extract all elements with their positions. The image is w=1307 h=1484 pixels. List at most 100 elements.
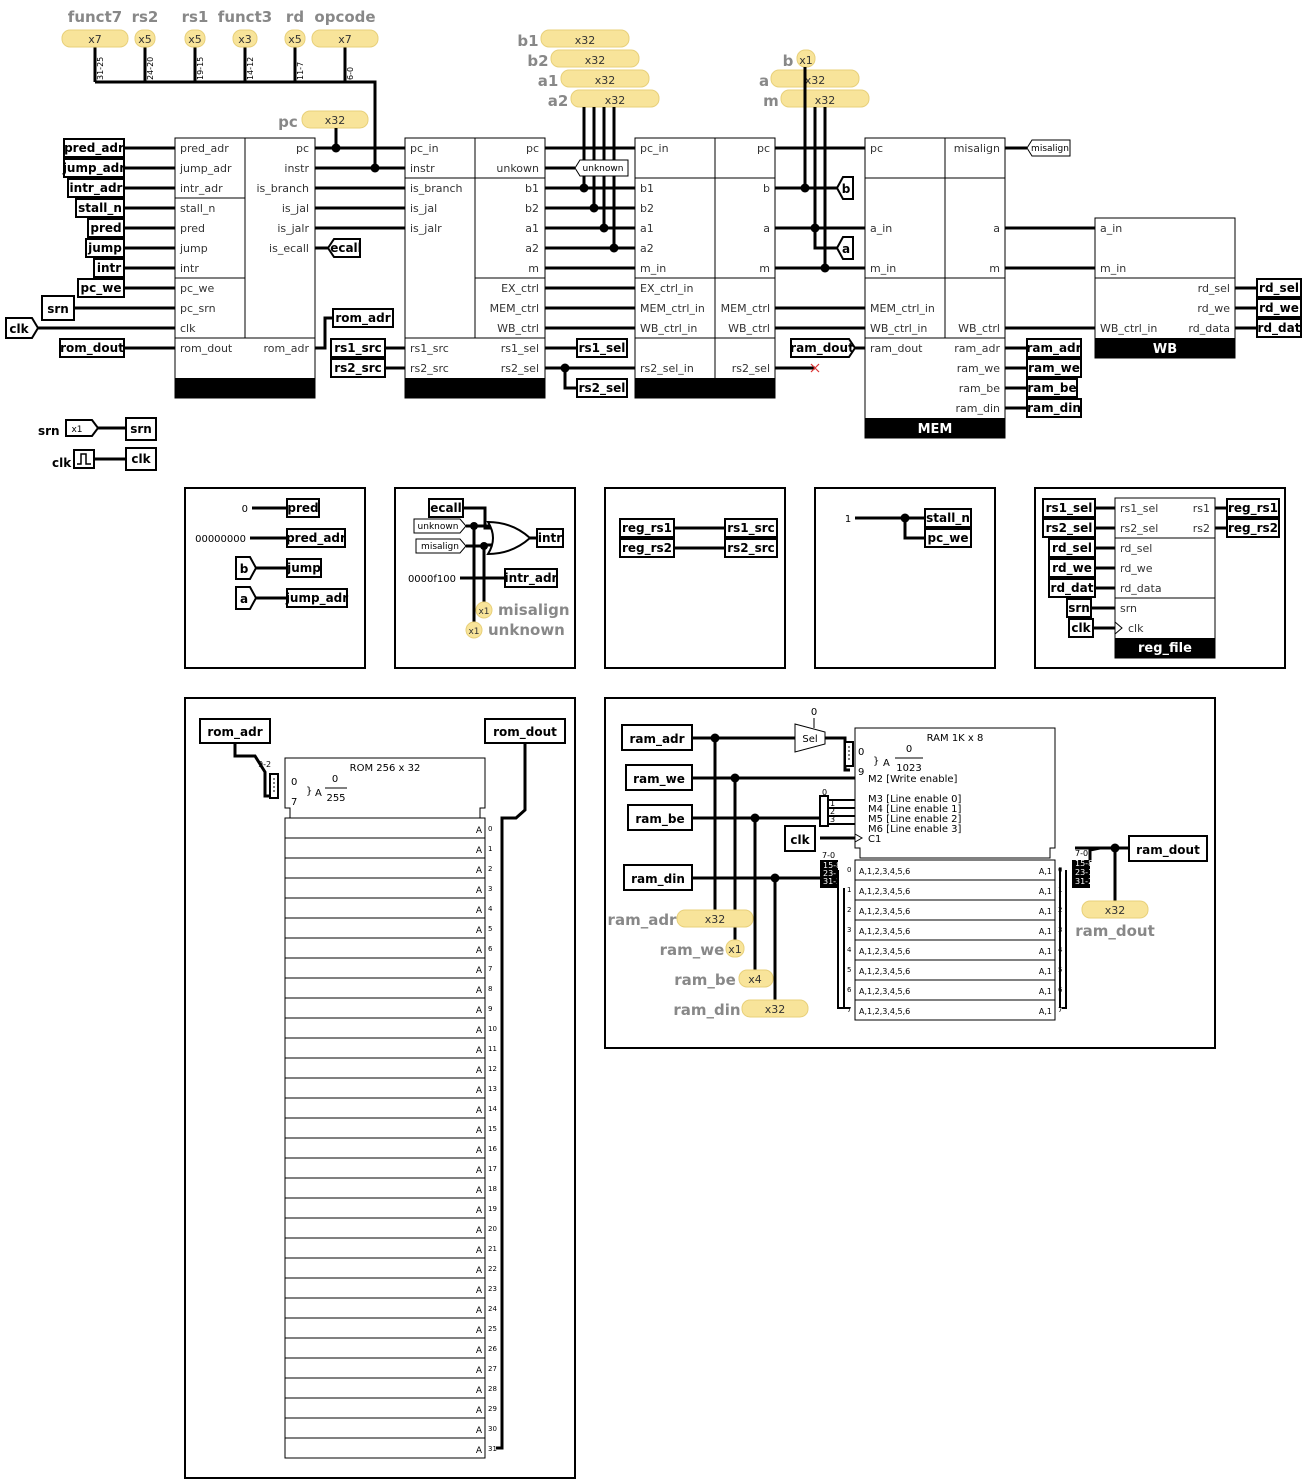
if-pin-pred-adr: pred_adr [180, 142, 229, 155]
rom-row-index: 6 [488, 945, 493, 953]
if-pin-instr: instr [284, 162, 309, 175]
tag-rs2-src[interactable]: rs2_src [330, 358, 386, 378]
ram-tag-ram-dout[interactable]: ram_dout [1128, 835, 1208, 862]
svg-text:}: } [873, 756, 879, 767]
tag-pred-adr[interactable]: pred_adr [63, 138, 125, 158]
panel-tag-pred-adr[interactable]: pred_adr [286, 528, 346, 548]
panel-tag-jump[interactable]: jump [286, 558, 322, 578]
rs-tag-rs2-src[interactable]: rs2_src [724, 538, 778, 558]
rf-tag-reg-rs1[interactable]: reg_rs1 [1226, 498, 1280, 518]
tag-ecall[interactable]: ecall [326, 238, 362, 258]
id-block[interactable]: pc_in instr is_branch is_jal is_jalr rs1… [404, 137, 546, 399]
a2-probe-width: x32 [605, 94, 626, 107]
id-pin-a1: a1 [525, 222, 539, 235]
ram-row-out-label: A,1 [1039, 947, 1052, 956]
tag-b[interactable]: b [835, 176, 854, 200]
rf-tag-rs1-sel[interactable]: rs1_sel [1042, 498, 1096, 518]
ram-probe-adr-width: x32 [705, 913, 726, 926]
rom-row-index: 30 [488, 1425, 497, 1433]
intr-tag-unknown[interactable]: unknown [413, 518, 467, 534]
funct3-width: x3 [238, 33, 252, 46]
tag-rs1-src[interactable]: rs1_src [330, 338, 386, 358]
panel-tag-b[interactable]: b [235, 556, 258, 580]
rf-tag-rd-dat[interactable]: rd_dat [1048, 578, 1096, 598]
tag-jump[interactable]: jump [85, 238, 125, 258]
rf-tag-rd-sel[interactable]: rd_sel [1048, 538, 1096, 558]
rom-row-index: 31 [488, 1445, 497, 1453]
legend-clk-tag[interactable]: clk [125, 447, 157, 471]
ram-tag-ram-be[interactable]: ram_be [627, 804, 693, 831]
legend-srn-tag[interactable]: srn [125, 417, 157, 441]
tag-rs1-sel[interactable]: rs1_sel [576, 338, 628, 358]
tag-srn[interactable]: srn [41, 295, 75, 321]
rf-tag-reg-rs2[interactable]: reg_rs2 [1226, 518, 1280, 538]
rf-tag-clk[interactable]: clk [1068, 618, 1094, 638]
intr-tag-intr[interactable]: intr [536, 528, 564, 548]
panel-tag-jump-adr-text: jump_adr [285, 591, 348, 606]
tag-rd-we[interactable]: rd_we [1256, 298, 1302, 318]
panel-tag-pred[interactable]: pred [286, 498, 320, 518]
intr-tag-ecall[interactable]: ecall [428, 498, 464, 518]
mem-block[interactable]: MEM pc a_in m_in MEM_ctrl_in WB_ctrl_in … [864, 137, 1006, 439]
rom-row [284, 1277, 486, 1299]
tag-ram-be[interactable]: ram_be [1026, 378, 1078, 398]
stall-tag-stall-n[interactable]: stall_n [924, 508, 972, 528]
rom-row-addr-label: A [476, 1126, 483, 1136]
tag-clk[interactable]: clk [5, 317, 40, 339]
ram-tag-clk[interactable]: clk [784, 825, 816, 852]
tag-jump-adr[interactable]: jump_adr [62, 158, 125, 178]
tag-pc-we[interactable]: pc_we [77, 278, 125, 298]
rs-tag-reg-rs1[interactable]: reg_rs1 [619, 518, 675, 538]
ex-block[interactable]: pc_in b1 b2 a1 a2 m_in EX_ctrl_in MEM_ct… [634, 137, 776, 399]
ram-tag-ram-din[interactable]: ram_din [623, 864, 693, 891]
rf-tag-rd-we[interactable]: rd_we [1048, 558, 1096, 578]
tag-stall-n[interactable]: stall_n [75, 198, 125, 218]
rom-row-index: 24 [488, 1305, 497, 1313]
rs-tag-rs1-src[interactable]: rs1_src [724, 518, 778, 538]
tag-clk-text: clk [9, 322, 29, 336]
tag-intr-adr[interactable]: intr_adr [67, 178, 125, 198]
tag-ram-dout[interactable]: ram_dout [790, 338, 857, 358]
wb-block[interactable]: WB a_in m_in WB_ctrl_in rd_sel rd_we rd_… [1094, 217, 1236, 359]
tag-intr[interactable]: intr [93, 258, 125, 278]
rom-tag-rom-dout[interactable]: rom_dout [484, 718, 566, 744]
rom-row-index: 13 [488, 1085, 497, 1093]
tag-ram-be-text: ram_be [1027, 381, 1076, 396]
intr-tag-intr-adr[interactable]: intr_adr [504, 568, 558, 588]
tag-misalign[interactable]: misalign [1026, 139, 1071, 157]
rf-tag-rs2-sel[interactable]: rs2_sel [1042, 518, 1096, 538]
tag-unknown[interactable]: unknown [574, 159, 629, 177]
signal-tags: pred_adr jump_adr intr_adr stall_n pred … [5, 138, 1302, 418]
tag-a[interactable]: a [835, 236, 854, 260]
rom-row-addr-label: A [476, 1446, 483, 1456]
ram-row-out-label: A,1 [1039, 907, 1052, 916]
ram-tag-ram-adr[interactable]: ram_adr [621, 724, 693, 751]
panel-tag-jump-adr[interactable]: jump_adr [285, 588, 348, 608]
clock-source-icon[interactable] [73, 449, 95, 469]
intr-tag-misalign[interactable]: misalign [415, 538, 467, 554]
regfile-block[interactable]: reg_file rs1_sel rs2_sel rd_sel rd_we rd… [1114, 497, 1216, 659]
tag-rd-sel[interactable]: rd_sel [1256, 278, 1302, 298]
rom-tag-rom-adr[interactable]: rom_adr [199, 718, 271, 744]
tag-rom-adr[interactable]: rom_adr [332, 308, 394, 328]
tag-ram-we[interactable]: ram_we [1026, 358, 1082, 378]
tag-ram-adr[interactable]: ram_adr [1026, 338, 1082, 358]
ram-tag-ram-adr-text: ram_adr [629, 732, 684, 747]
rom-row-addr-label: A [476, 1006, 483, 1016]
if-block[interactable]: pred_adr jump_adr intr_adr stall_n pred … [174, 137, 316, 399]
tag-ram-din[interactable]: ram_din [1026, 398, 1082, 418]
tag-pred[interactable]: pred [87, 218, 125, 238]
tag-rs2-sel[interactable]: rs2_sel [576, 378, 628, 398]
tag-rd-dat[interactable]: rd_dat [1256, 318, 1302, 338]
panel-tag-a[interactable]: a [235, 586, 258, 610]
ram-be-bit-0: 0 [822, 788, 827, 797]
rf-tag-srn[interactable]: srn [1066, 598, 1092, 618]
tag-rom-dout[interactable]: rom_dout [59, 338, 125, 358]
ram-block[interactable]: RAM 1K x 8 0 9 } A 0 1023 M2 [Write enab… [847, 727, 1063, 1021]
stall-tag-pc-we[interactable]: pc_we [924, 528, 972, 548]
ram-tag-ram-we[interactable]: ram_we [625, 764, 693, 791]
ex-pin-a1: a1 [640, 222, 654, 235]
rs-tag-reg-rs2[interactable]: reg_rs2 [619, 538, 675, 558]
